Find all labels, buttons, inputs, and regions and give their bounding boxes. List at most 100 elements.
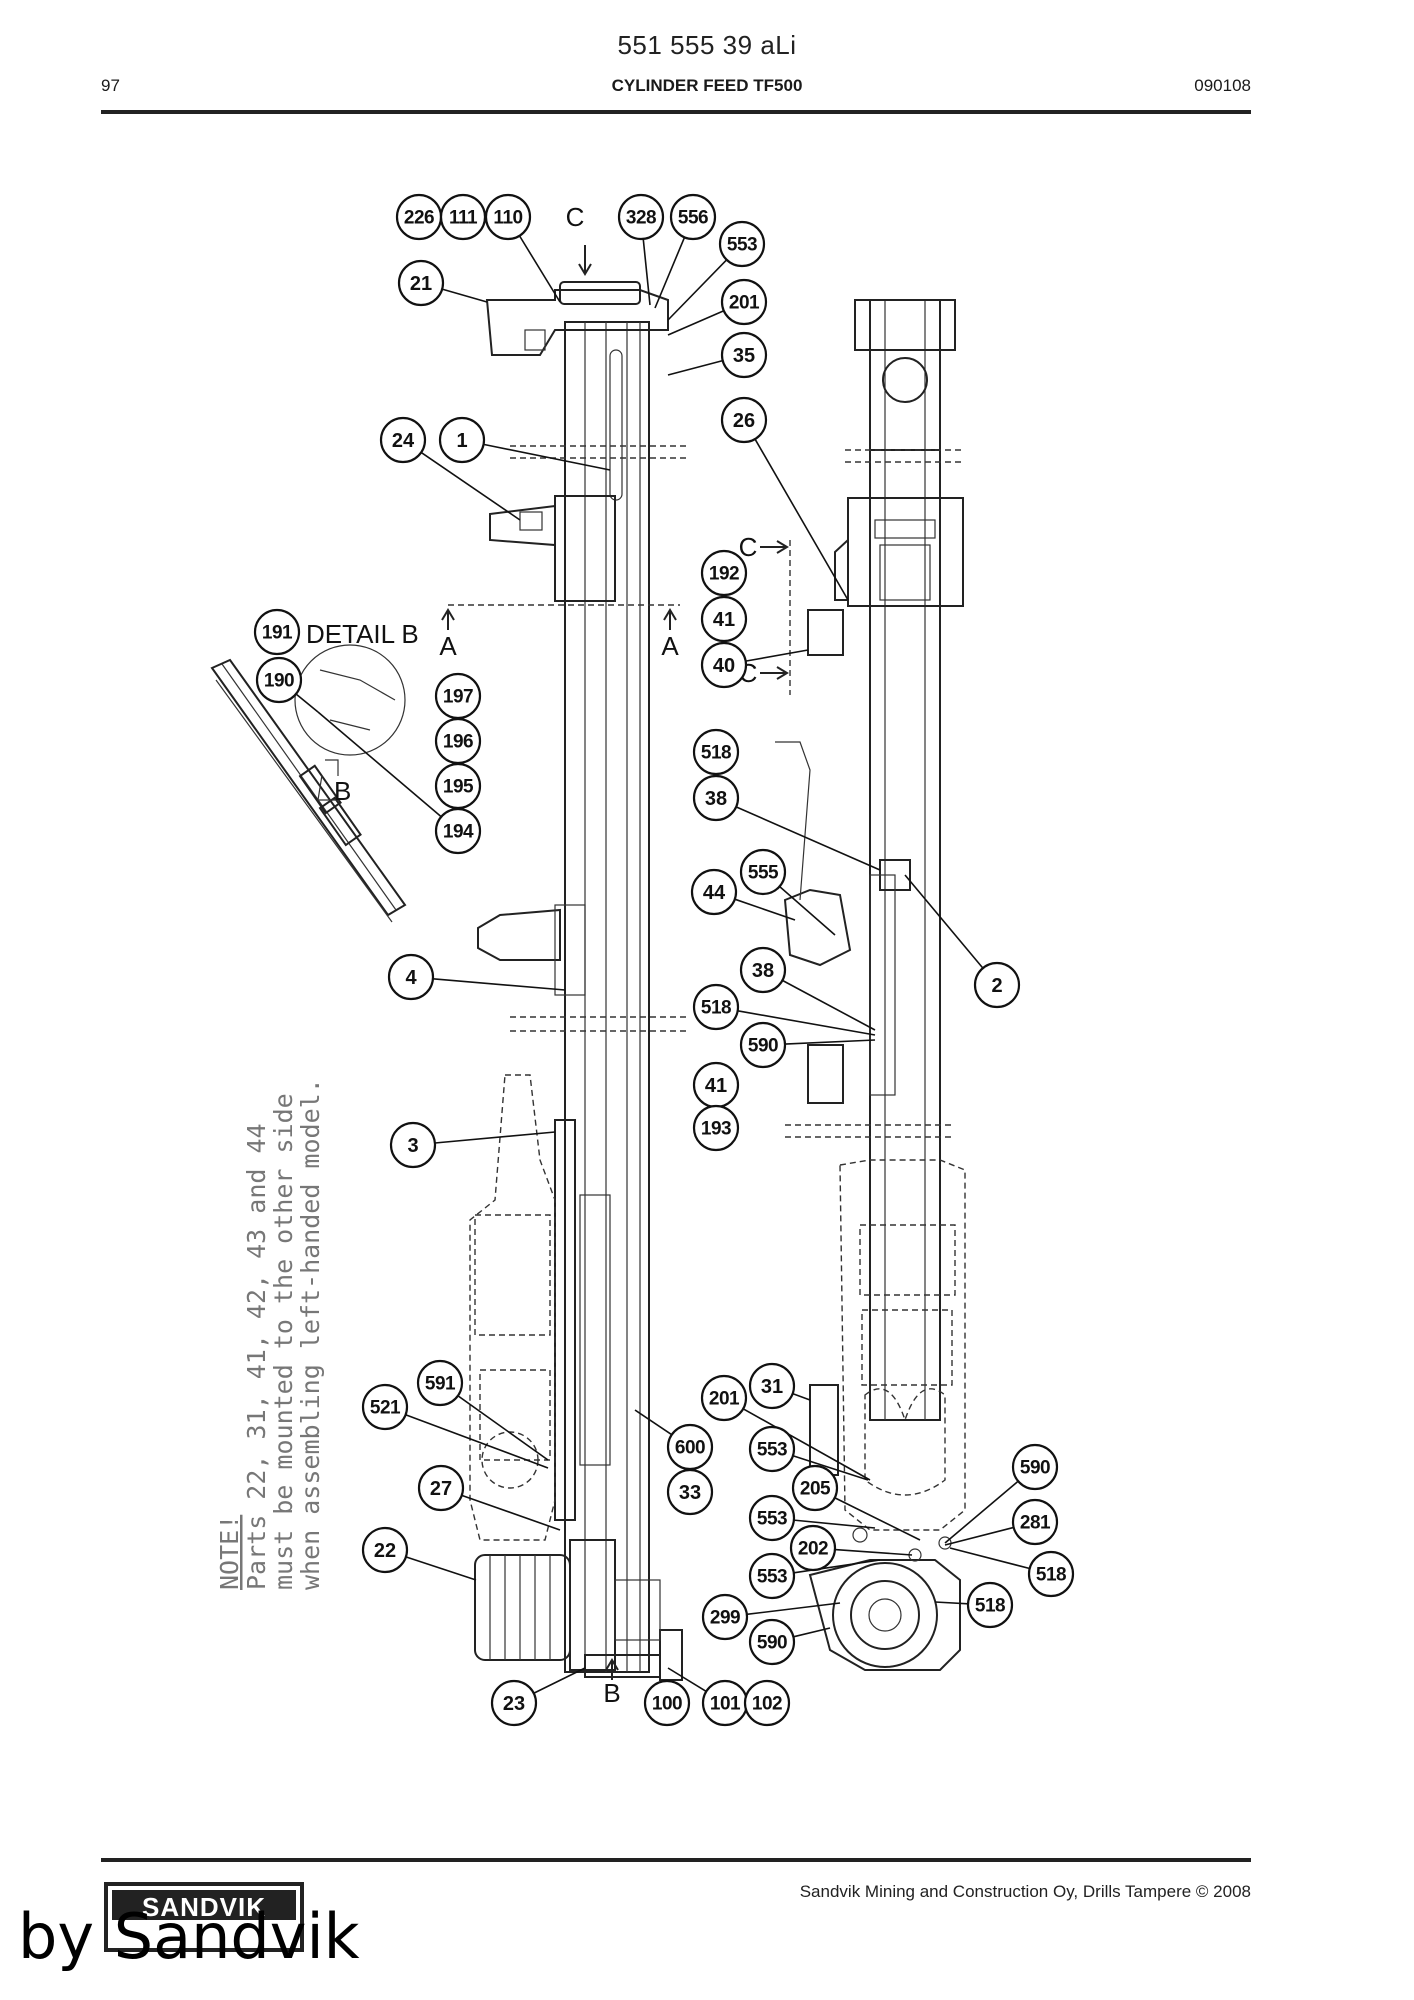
leader-line <box>754 438 849 601</box>
part-callout-195: 195 <box>434 762 482 810</box>
callout-number: 518 <box>1036 1565 1066 1586</box>
callout-number: 226 <box>404 208 434 229</box>
callout-number: 22 <box>374 1540 396 1562</box>
part-callout-299: 299 <box>701 1593 749 1641</box>
part-callout-44: 44 <box>690 868 738 916</box>
callout-circle <box>692 774 740 822</box>
part-callout-201: 201 <box>720 278 768 326</box>
callout-number: 518 <box>701 743 731 764</box>
section-a-left-label: A <box>439 631 457 661</box>
leader-line <box>667 1667 707 1693</box>
callout-number: 21 <box>410 273 432 295</box>
callout-circle <box>490 1679 538 1727</box>
callout-number: 23 <box>503 1693 525 1715</box>
part-callout-100: 100 <box>643 1679 691 1727</box>
detail-b <box>210 644 407 923</box>
leader-line <box>483 443 611 471</box>
callout-circle <box>389 1121 437 1169</box>
callout-circle <box>789 1524 837 1572</box>
callout-circle <box>700 1374 748 1422</box>
callout-number: 299 <box>710 1608 740 1629</box>
callout-circle <box>700 595 748 643</box>
callout-circle <box>387 953 435 1001</box>
part-callout-202: 202 <box>789 1524 837 1572</box>
copyright-text: Sandvik Mining and Construction Oy, Dril… <box>799 1882 1251 1901</box>
callout-circle <box>397 259 445 307</box>
callout-circle <box>692 728 740 776</box>
part-callout-26: 26 <box>720 396 768 444</box>
callout-number: 31 <box>761 1376 783 1398</box>
part-callout-23: 23 <box>490 1679 538 1727</box>
leader-line <box>746 1602 841 1616</box>
callout-number: 110 <box>493 208 522 229</box>
callout-circle <box>701 1593 749 1641</box>
leader-line <box>533 1667 586 1694</box>
part-callout-553: 553 <box>748 1494 796 1542</box>
callout-number: 27 <box>430 1478 452 1500</box>
part-callout-518: 518 <box>692 983 740 1031</box>
callout-circle <box>720 278 768 326</box>
section-c-top-label: C <box>739 532 758 562</box>
leader-line <box>295 693 319 713</box>
callout-number: 205 <box>800 1479 831 1500</box>
callout-number: 111 <box>449 208 478 229</box>
callout-circle <box>720 331 768 379</box>
callout-number: 38 <box>705 788 727 810</box>
leader-line <box>949 1547 1030 1570</box>
part-callout-193: 193 <box>692 1104 740 1152</box>
callout-number: 197 <box>443 687 473 708</box>
sandvik-logo: SANDVIK <box>104 1882 304 1952</box>
leader-line <box>737 1010 876 1036</box>
leader-line <box>792 1392 811 1401</box>
watermark-text: by Sandvik <box>18 1900 360 1973</box>
part-callout-192: 192 <box>700 549 748 597</box>
part-callout-22: 22 <box>361 1526 409 1574</box>
callout-circle <box>361 1526 409 1574</box>
part-callout-40: 40 <box>700 641 748 689</box>
callout-number: 600 <box>675 1438 705 1459</box>
callout-number: 521 <box>370 1398 401 1419</box>
callout-circle <box>700 549 748 597</box>
view-c-label: C <box>566 202 585 232</box>
leader-line <box>944 1526 1014 1546</box>
leader-line <box>793 1519 876 1529</box>
callout-circle <box>379 416 427 464</box>
part-callout-102: 102 <box>743 1679 791 1727</box>
leader-line <box>734 898 796 921</box>
header-rule <box>101 110 1251 114</box>
callout-number: 26 <box>733 410 755 432</box>
part-callout-194: 194 <box>434 807 482 855</box>
leader-line <box>461 1494 561 1531</box>
leader-line <box>934 1601 969 1605</box>
callout-number: 196 <box>443 732 473 753</box>
leader-line <box>834 1497 921 1541</box>
callout-circle <box>791 1464 839 1512</box>
callout-number: 518 <box>975 1596 1005 1617</box>
callout-number: 24 <box>392 430 415 452</box>
leader-line <box>779 885 836 936</box>
callout-circle <box>253 608 301 656</box>
part-callout-553: 553 <box>718 220 766 268</box>
leader-line <box>420 451 521 521</box>
leader-line <box>834 1548 913 1556</box>
part-callout-518: 518 <box>692 728 740 776</box>
callout-circle <box>417 1464 465 1512</box>
leader-line <box>654 236 686 309</box>
callout-circle <box>739 848 787 896</box>
callout-number: 38 <box>752 960 774 982</box>
leader-line <box>518 235 561 303</box>
part-callout-205: 205 <box>791 1464 839 1512</box>
part-callout-21: 21 <box>397 259 445 307</box>
callout-number: 553 <box>727 235 757 256</box>
part-callout-38: 38 <box>692 774 740 822</box>
callout-circle <box>720 396 768 444</box>
leader-line <box>405 1413 549 1469</box>
callout-circle <box>1011 1443 1059 1491</box>
detail-b-marker: B <box>334 776 351 806</box>
callout-circle <box>1011 1498 1059 1546</box>
callout-circle <box>700 641 748 689</box>
callout-number: 553 <box>757 1440 787 1461</box>
callout-number: 518 <box>701 998 731 1019</box>
part-callout-590: 590 <box>748 1618 796 1666</box>
leader-lines <box>295 235 1030 1694</box>
